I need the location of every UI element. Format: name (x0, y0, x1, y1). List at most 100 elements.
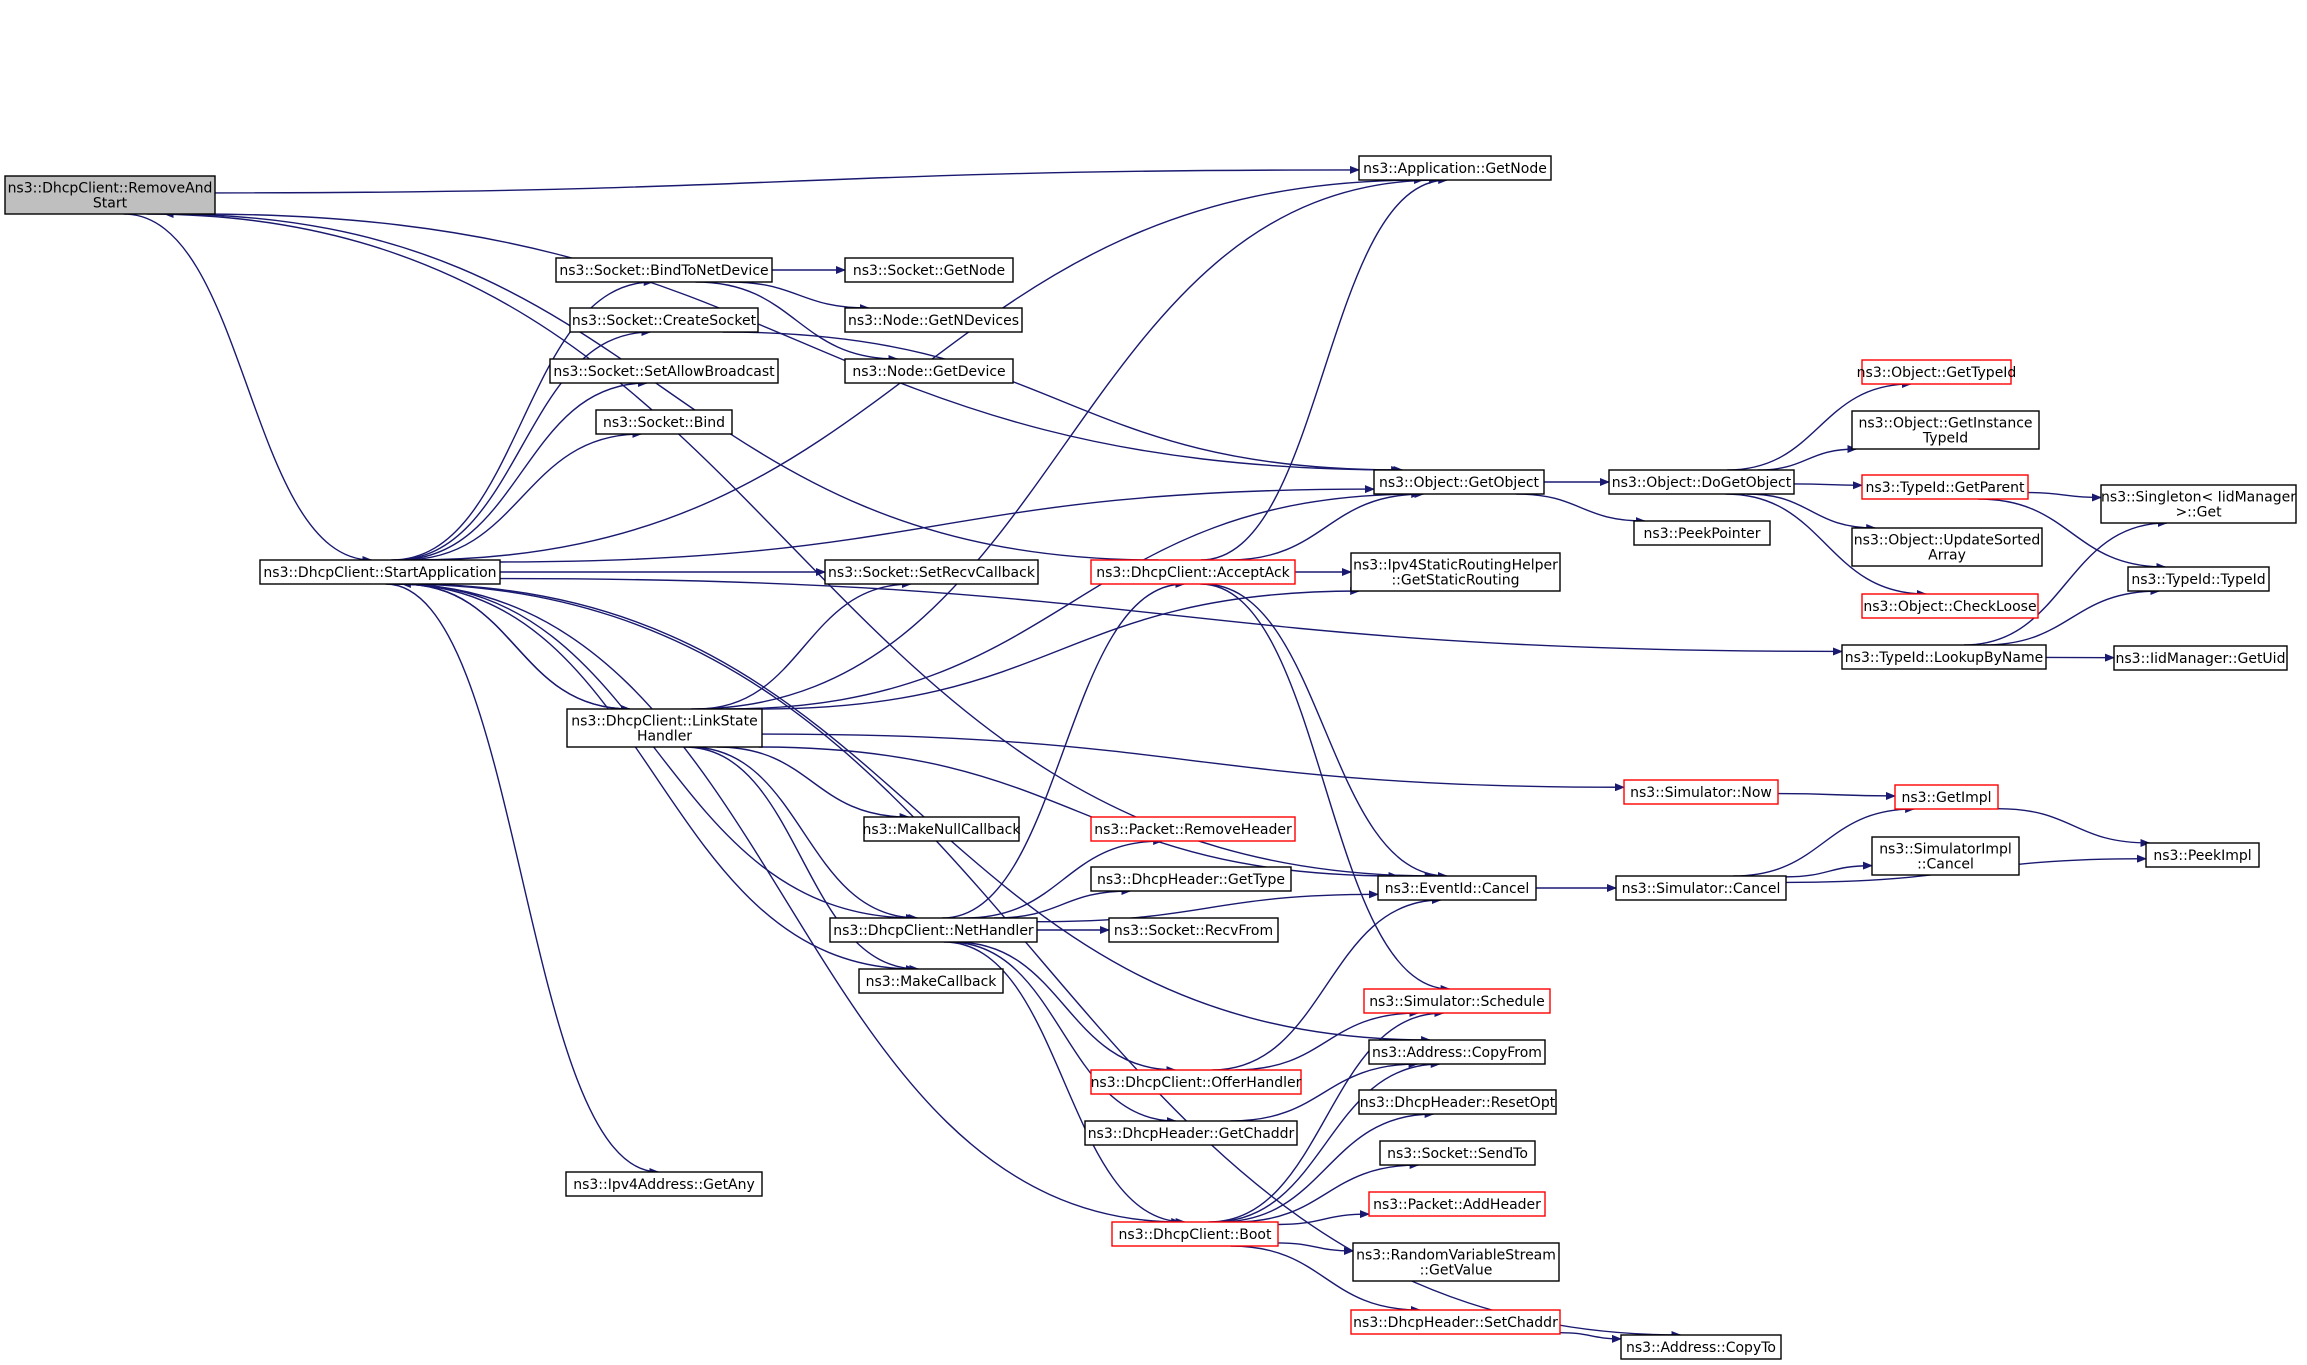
function-node-socketgetnode[interactable]: ns3::Socket::GetNode (844, 257, 1014, 283)
node-box (1620, 1334, 1782, 1360)
function-node-resetopt[interactable]: ns3::DhcpHeader::ResetOpt (1358, 1089, 1557, 1115)
node-box (1894, 784, 1999, 810)
node-label: ns3::PeekImpl (2153, 848, 2251, 864)
call-edge-linkstatehandler-to-appgetnode (691, 176, 1440, 710)
node-label: ns3::DhcpClient::StartApplication (263, 565, 496, 581)
call-edge-linkstatehandler-to-getstaticrouting (760, 587, 1361, 710)
node-label: ns3::Socket::SendTo (1387, 1146, 1528, 1162)
function-node-copyfrom[interactable]: ns3::Address::CopyFrom (1368, 1039, 1546, 1065)
node-label: ns3::MakeCallback (866, 974, 998, 990)
function-node-bindtonetdevice[interactable]: ns3::Socket::BindToNetDevice (555, 257, 773, 283)
call-edge-boot-to-addheader (1277, 1210, 1370, 1226)
call-edge-lookupbyname-to-singletonget (1963, 519, 2168, 646)
call-edge-nethandler-to-removeheader (964, 837, 1164, 919)
function-node-recvfrom[interactable]: ns3::Socket::RecvFrom (1108, 917, 1279, 943)
call-edge-simnow-to-getimpl (1777, 791, 1896, 800)
function-node-socketbind[interactable]: ns3::Socket::Bind (595, 409, 733, 435)
node-box (2127, 566, 2270, 592)
function-node-lookupbyname[interactable]: ns3::TypeId::LookupByName (1841, 644, 2047, 670)
function-node-simschedule[interactable]: ns3::Simulator::Schedule (1363, 988, 1551, 1014)
function-node-copyto[interactable]: ns3::Address::CopyTo (1620, 1334, 1782, 1360)
node-box (595, 409, 733, 435)
node-box (1841, 644, 2047, 670)
node-label: ns3::DhcpHeader::ResetOpt (1360, 1095, 1556, 1111)
function-node-setchaddr[interactable]: ns3::DhcpHeader::SetChaddr (1350, 1309, 1561, 1335)
node-box (1090, 1069, 1302, 1095)
call-edge-doggetobject-to-typeidgetparent (1793, 481, 1863, 490)
function-node-getchaddr[interactable]: ns3::DhcpHeader::GetChaddr (1084, 1120, 1298, 1146)
function-node-removeheader[interactable]: ns3::Packet::RemoveHeader (1090, 816, 1296, 842)
node-label: ns3::Node::GetNDevices (848, 313, 1019, 329)
node-box (1377, 875, 1537, 901)
function-nodes: ns3::DhcpClient::RemoveAndStartns3::Dhcp… (4, 155, 2297, 1360)
call-edge-startapplication-to-copyfrom (406, 583, 1432, 1044)
function-node-simimplcancel[interactable]: ns3::SimulatorImpl::Cancel (1871, 836, 2020, 876)
function-node-appgetnode[interactable]: ns3::Application::GetNode (1358, 155, 1552, 181)
function-node-nethandler[interactable]: ns3::DhcpClient::NetHandler (829, 917, 1038, 943)
function-node-simcancel[interactable]: ns3::Simulator::Cancel (1615, 875, 1787, 901)
node-label: ns3::Object::UpdateSorted (1854, 533, 2040, 549)
node-box (1861, 474, 2029, 500)
function-node-iidgetuid[interactable]: ns3::IidManager::GetUid (2113, 645, 2288, 671)
call-edge-acceptack-to-removeandstart (163, 210, 1159, 561)
function-node-objgettypeid[interactable]: ns3::Object::GetTypeId (1857, 359, 2017, 385)
function-node-simnow[interactable]: ns3::Simulator::Now (1623, 779, 1779, 805)
node-label: ns3::DhcpClient::OfferHandler (1091, 1075, 1302, 1091)
function-node-getstaticrouting[interactable]: ns3::Ipv4StaticRoutingHelper::GetStaticR… (1350, 552, 1561, 592)
call-edge-bindtonetdevice-to-getndevices (728, 281, 870, 312)
node-label: ns3::IidManager::GetUid (2116, 651, 2286, 667)
node-label: ns3::Object::CheckLoose (1863, 599, 2036, 615)
function-node-ipv4getany[interactable]: ns3::Ipv4Address::GetAny (565, 1171, 763, 1197)
function-node-getndevices[interactable]: ns3::Node::GetNDevices (844, 307, 1023, 333)
node-box (569, 307, 759, 333)
function-node-setrecvcallback[interactable]: ns3::Socket::SetRecvCallback (824, 559, 1039, 585)
function-node-addheader[interactable]: ns3::Packet::AddHeader (1368, 1191, 1546, 1217)
call-edge-nethandler-to-offerhandler (954, 941, 1177, 1074)
node-box (1615, 875, 1787, 901)
function-node-checkloose[interactable]: ns3::Object::CheckLoose (1861, 593, 2039, 619)
node-box (1608, 469, 1795, 495)
function-node-gettype[interactable]: ns3::DhcpHeader::GetType (1090, 866, 1292, 892)
node-label: ns3::DhcpClient::Boot (1119, 1227, 1272, 1243)
function-node-rvsgetvalue[interactable]: ns3::RandomVariableStream::GetValue (1352, 1242, 1560, 1282)
call-edge-acceptack-to-objectgetobject (1228, 490, 1425, 561)
function-node-makenullcallback[interactable]: ns3::MakeNullCallback (863, 816, 1022, 842)
call-edge-removeandstart-to-objectgetobject (199, 213, 1404, 474)
call-edge-nethandler-to-eventidcancel (1036, 890, 1379, 923)
function-node-acceptack[interactable]: ns3::DhcpClient::AcceptAck (1090, 559, 1296, 585)
call-edges (123, 165, 2168, 1343)
node-label: ns3::TypeId::TypeId (2131, 572, 2265, 588)
node-label: Array (1928, 548, 1966, 564)
function-node-doggetobject[interactable]: ns3::Object::DoGetObject (1608, 469, 1795, 495)
function-node-typeidtypeid[interactable]: ns3::TypeId::TypeId (2127, 566, 2270, 592)
function-node-singletonget[interactable]: ns3::Singleton< IidManager >::Get (2100, 484, 2297, 524)
node-box (829, 917, 1038, 943)
function-node-createsocket[interactable]: ns3::Socket::CreateSocket (569, 307, 759, 333)
node-label: ns3::DhcpClient::NetHandler (833, 923, 1034, 939)
node-label: ns3::GetImpl (1901, 790, 1991, 806)
function-node-sendto[interactable]: ns3::Socket::SendTo (1379, 1140, 1536, 1166)
function-node-startapplication[interactable]: ns3::DhcpClient::StartApplication (259, 559, 501, 585)
function-node-peekpointer[interactable]: ns3::PeekPointer (1633, 520, 1771, 546)
function-node-boot[interactable]: ns3::DhcpClient::Boot (1111, 1221, 1279, 1247)
function-node-peekimpl[interactable]: ns3::PeekImpl (2145, 842, 2260, 868)
function-node-typeidgetparent[interactable]: ns3::TypeId::GetParent (1861, 474, 2029, 500)
call-edge-bindtonetdevice-to-nodegetdevice (695, 281, 899, 363)
node-label: ns3::Socket::BindToNetDevice (559, 263, 768, 279)
node-label: ns3::Simulator::Schedule (1369, 994, 1545, 1010)
function-node-getimpl[interactable]: ns3::GetImpl (1894, 784, 1999, 810)
function-node-offerhandler[interactable]: ns3::DhcpClient::OfferHandler (1090, 1069, 1302, 1095)
function-node-nodegetdevice[interactable]: ns3::Node::GetDevice (844, 358, 1014, 384)
call-edge-nethandler-to-acceptack (942, 580, 1186, 919)
call-edge-startapplication-to-makecallback (396, 583, 916, 973)
function-node-makecallback[interactable]: ns3::MakeCallback (858, 968, 1004, 994)
function-node-objectgetobject[interactable]: ns3::Object::GetObject (1373, 469, 1545, 495)
node-box (566, 708, 763, 748)
function-node-setallowbroadcast[interactable]: ns3::Socket::SetAllowBroadcast (549, 358, 779, 384)
function-node-eventidcancel[interactable]: ns3::EventId::Cancel (1377, 875, 1537, 901)
node-box (1350, 552, 1561, 592)
